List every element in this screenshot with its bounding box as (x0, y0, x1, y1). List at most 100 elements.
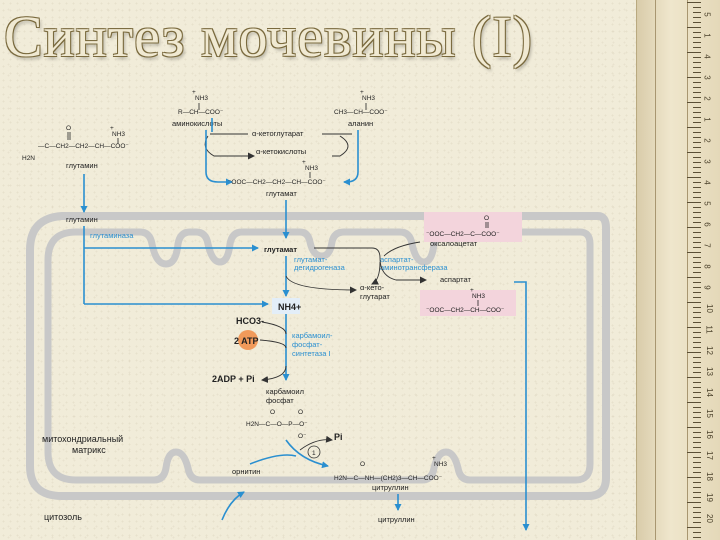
arrow-ornithine (249, 454, 297, 465)
ruler-tick (693, 367, 701, 368)
ruler-tick (693, 292, 701, 293)
ruler-tick (693, 382, 701, 383)
ruler-tick (687, 127, 701, 128)
ruler-tick (693, 392, 701, 393)
ruler-tick (693, 192, 701, 193)
ruler-tick (693, 32, 701, 33)
ruler-number: 6 (702, 222, 712, 227)
arrow-aspartate-out (514, 281, 530, 531)
ruler-tick (693, 117, 701, 118)
ruler-tick (693, 57, 701, 58)
inner-membrane (44, 228, 594, 484)
label-hco3: HCO3- (236, 316, 264, 326)
ruler-number: 12 (704, 346, 714, 355)
alanine-structure: + NH3 CH3—CH—COO⁻ (334, 89, 388, 116)
svg-text:+: + (470, 287, 474, 294)
label-glutamine-top: глутамин (66, 161, 98, 170)
ruler-strip (655, 0, 656, 540)
step-circle (307, 445, 321, 459)
arrow-adp (261, 365, 287, 383)
ruler-tick (693, 317, 701, 318)
arrow-oxaloacetate (383, 241, 421, 257)
svg-text:+: + (302, 159, 306, 166)
ruler-tick (687, 27, 701, 28)
label-glutaminase: глутаминаза (90, 231, 134, 240)
svg-text:O: O (298, 409, 303, 416)
ruler-tick (693, 307, 701, 308)
ruler-number: 2 (702, 96, 712, 101)
svg-text:⁻OOC—CH2—C—COO⁻: ⁻OOC—CH2—C—COO⁻ (426, 231, 500, 238)
ruler-number: 2 (702, 138, 712, 143)
ruler-number: 14 (704, 388, 714, 397)
label-matrix-1: митохондриальный (42, 434, 123, 444)
ruler-tick (693, 537, 701, 538)
ruler-number: 9 (702, 285, 712, 290)
label-citrulline-cyt: цитруллин (378, 515, 415, 524)
atp-circle (238, 330, 258, 350)
arrow-pi (299, 435, 333, 451)
arrow-ala-to-glutamate (343, 130, 359, 186)
label-ornithine: орнитин (232, 467, 260, 476)
ruler-tick (687, 452, 701, 453)
label-akg-top: α-кетоглутарат (252, 129, 304, 138)
label-cytosol: цитозоль (44, 512, 82, 522)
ruler-tick (693, 212, 701, 213)
svg-text:+: + (110, 125, 114, 132)
aspartate-structure: + NH3 ⁻OOC—CH2—CH—COO⁻ (426, 287, 505, 314)
ruler-tick (693, 512, 701, 513)
aminoacid-structure: + NH3 R—CH—COO⁻ (178, 89, 224, 116)
ruler-number: 19 (704, 493, 714, 502)
ruler-number: 4 (702, 180, 712, 185)
label-aspat-enzyme-2: аминотрансфераза (380, 263, 448, 272)
ruler-number: 11 (704, 325, 714, 334)
ruler-tick (693, 417, 701, 418)
ruler-tick (693, 422, 701, 423)
ruler-tick (693, 517, 701, 518)
ruler-tick (693, 467, 701, 468)
ruler-number: 13 (704, 367, 714, 376)
label-oxaloacetate: оксалоацетат (430, 239, 478, 248)
label-aspat-enzyme-1: аспартат- (380, 255, 414, 264)
ruler-tick (693, 12, 701, 13)
label-atp: 2 ATP (234, 336, 259, 346)
ruler-tick (693, 82, 701, 83)
ruler-tick (693, 457, 701, 458)
ruler-number: 3 (702, 159, 712, 164)
ruler-tick (693, 157, 701, 158)
arrow-ketoacids-right (332, 135, 349, 157)
ruler-number: 1 (702, 117, 712, 122)
glutamine-structure: O + NH3 H2N —C—CH2—CH2—CH—COO⁻ (22, 125, 129, 162)
ruler-tick (687, 152, 701, 153)
svg-text:H2N—C—NH—(CH2)3—CH—COO⁻: H2N—C—NH—(CH2)3—CH—COO⁻ (334, 475, 443, 482)
ruler-tick (687, 202, 701, 203)
ruler-tick (687, 52, 701, 53)
svg-text:⁻OOC—CH2—CH—COO⁻: ⁻OOC—CH2—CH—COO⁻ (426, 307, 505, 314)
arrow-ketoacids (204, 135, 255, 160)
ruler-tick (693, 62, 701, 63)
svg-text:O⁻: O⁻ (298, 433, 307, 440)
ruler-tick (693, 222, 701, 223)
ruler-tick (693, 407, 701, 408)
glutamate-structure: + NH3 ⁻OOC—CH2—CH2—CH—COO⁻ (228, 159, 326, 186)
ruler-tick (693, 162, 701, 163)
ruler-tick (693, 72, 701, 73)
ruler-tick (693, 282, 701, 283)
ruler-tick (693, 492, 701, 493)
ruler-tick (693, 147, 701, 148)
ruler-tick (693, 497, 701, 498)
ruler-number: 5 (702, 201, 712, 206)
ruler-tick (693, 167, 701, 168)
ruler-number: 15 (704, 409, 714, 418)
ruler-tick (693, 7, 701, 8)
ruler-number: 4 (702, 54, 712, 59)
label-aspartate-mito: аспартат (440, 275, 472, 284)
ruler-tick (693, 412, 701, 413)
svg-text:⁻OOC—CH2—CH2—CH—COO⁻: ⁻OOC—CH2—CH2—CH—COO⁻ (228, 179, 326, 186)
arrow-to-akg (371, 261, 381, 285)
ruler-tick (693, 37, 701, 38)
nh4-box (272, 298, 300, 314)
label-glutamine-mito: глутамин (66, 215, 98, 224)
ruler-number: 3 (702, 75, 712, 80)
ruler-tick (687, 352, 701, 353)
